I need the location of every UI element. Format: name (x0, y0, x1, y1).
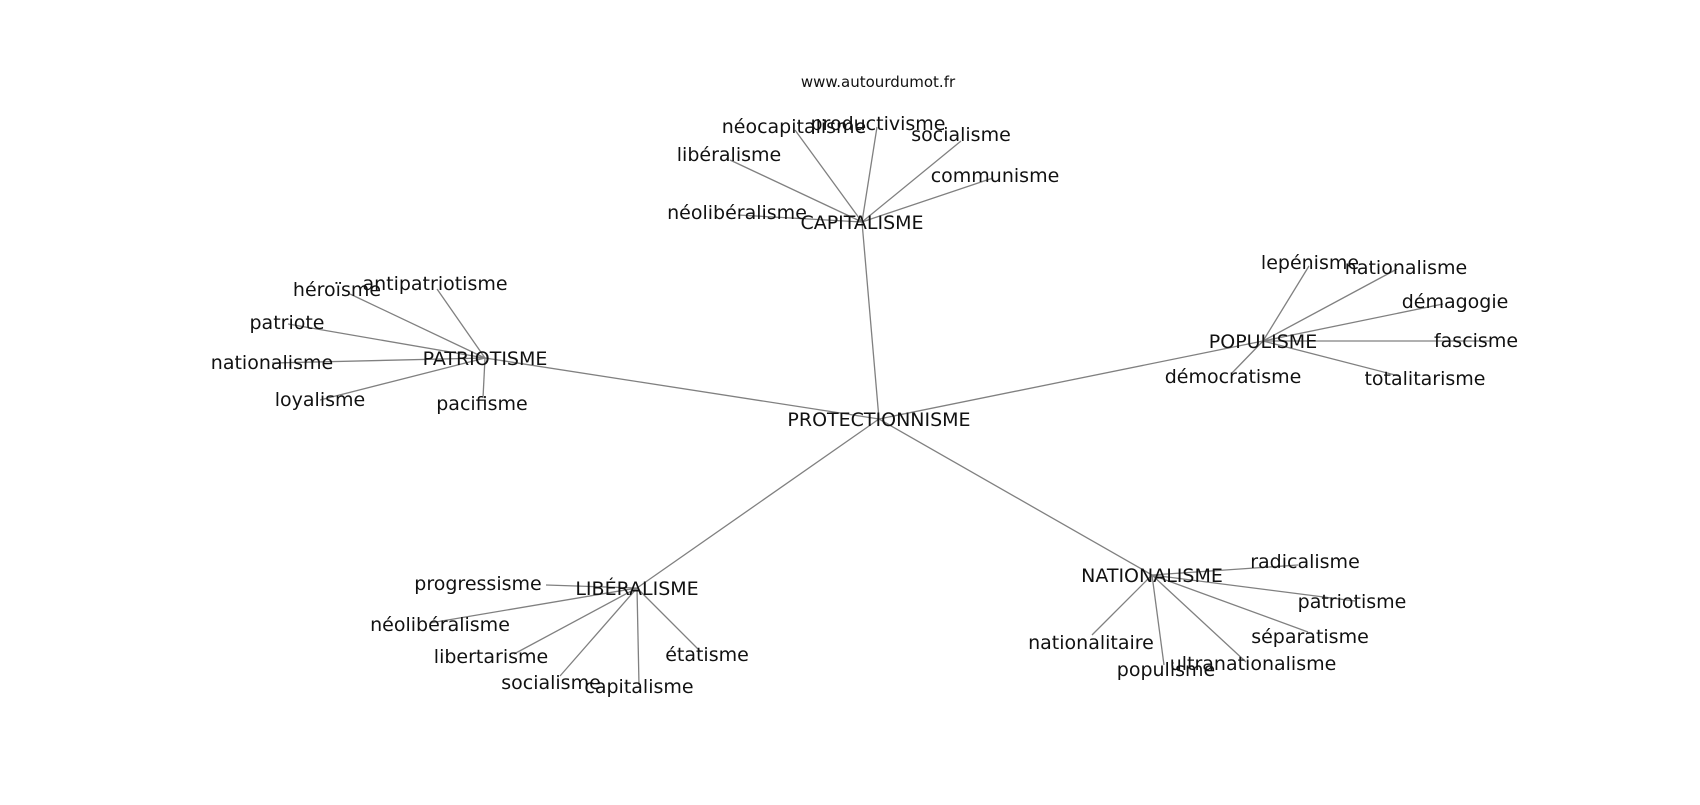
hub-leaf-edge (436, 288, 486, 359)
hub-leaf-edge (1151, 574, 1165, 666)
leaf-node-label: progressisme (414, 573, 541, 595)
leaf-node-label: patriote (249, 312, 324, 334)
leaf-node-label: radicalisme (1250, 551, 1360, 573)
root-node-label: PROTECTIONNISME (787, 409, 970, 431)
hub-node-label: PATRIOTISME (423, 348, 548, 370)
hub-leaf-edge (1151, 574, 1247, 663)
hub-leaf-edge (429, 587, 638, 624)
leaf-node-label: démagogie (1402, 291, 1509, 313)
leaf-node-label: ultranationalisme (1170, 653, 1337, 675)
hub-leaf-edge (545, 584, 638, 589)
hub-leaf-edge (1262, 265, 1310, 342)
leaf-node-label: nationalitaire (1028, 632, 1154, 654)
hub-leaf-edge (1262, 340, 1400, 377)
hub-node-label: CAPITALISME (800, 212, 923, 234)
leaf-node-label: productivisme (811, 113, 946, 135)
leaf-node-label: étatisme (665, 644, 749, 666)
hub-leaf-edge (1151, 574, 1356, 602)
hub-leaf-edge (636, 587, 702, 653)
hub-leaf-edge (1262, 268, 1398, 342)
hub-leaf-edge (861, 126, 878, 223)
leaf-node-label: patriotisme (1298, 591, 1407, 613)
hub-leaf-edge (513, 587, 638, 655)
hub-leaf-edge (861, 177, 994, 223)
hub-leaf-edge (861, 140, 962, 223)
leaf-node-label: démocratisme (1165, 366, 1302, 388)
hub-leaf-edge (559, 587, 638, 677)
leaf-node-label: populisme (1117, 659, 1215, 681)
leaf-node-label: néolibéralisme (370, 614, 510, 636)
hub-leaf-edge (1151, 574, 1309, 633)
root-hub-edge (878, 418, 1153, 576)
leaf-node-label: fascisme (1434, 330, 1518, 352)
hub-node-label: NATIONALISME (1081, 565, 1223, 587)
hub-leaf-edge (1262, 303, 1444, 342)
hub-node-label: POPULISME (1209, 331, 1317, 353)
leaf-node-label: pacifisme (436, 393, 528, 415)
leaf-node-label: néolibéralisme (667, 202, 807, 224)
hub-leaf-edge (729, 159, 863, 223)
leaf-node-label: libertarisme (434, 646, 548, 668)
leaf-node-label: antipatriotisme (362, 273, 507, 295)
hub-leaf-edge (1231, 340, 1264, 374)
hub-leaf-edge (319, 357, 486, 401)
root-hub-edge (861, 221, 880, 420)
leaf-node-label: néocapitalisme (722, 116, 867, 138)
hub-node-label: LIBÉRALISME (575, 577, 698, 600)
leaf-node-label: communisme (931, 165, 1060, 187)
hub-leaf-edge (287, 323, 486, 359)
leaf-node-label: nationalisme (1345, 257, 1467, 279)
watermark: www.autourdumot.fr (801, 73, 956, 91)
leaf-node-label: nationalisme (211, 352, 333, 374)
leaf-node-label: socialisme (501, 672, 601, 694)
hub-leaf-edge (271, 357, 486, 364)
leaf-node-label: libéralisme (677, 144, 781, 166)
leaf-node-label: capitalisme (584, 676, 693, 698)
label-layer: www.autourdumot.fr PROTECTIONNISME CAPITA… (211, 73, 1518, 698)
hub-leaf-edge (349, 293, 486, 359)
root-hub-edge (636, 418, 880, 589)
hub-leaf-edge (1091, 574, 1153, 636)
hub-leaf-edge (636, 587, 640, 686)
leaf-node-label: loyalisme (275, 389, 365, 411)
hub-leaf-edge (482, 357, 486, 399)
leaf-node-label: totalitarisme (1364, 368, 1485, 390)
edge-layer (271, 126, 1490, 686)
hub-leaf-edge (1151, 564, 1299, 576)
leaf-node-label: lepénisme (1261, 252, 1359, 274)
hub-leaf-edge (737, 214, 863, 223)
leaf-node-label: héroïsme (293, 279, 381, 301)
root-hub-edge (878, 340, 1264, 420)
hub-leaf-edge (794, 129, 863, 223)
leaf-node-label: socialisme (911, 124, 1011, 146)
root-hub-edge (484, 357, 880, 420)
leaf-node-label: séparatisme (1251, 626, 1369, 648)
